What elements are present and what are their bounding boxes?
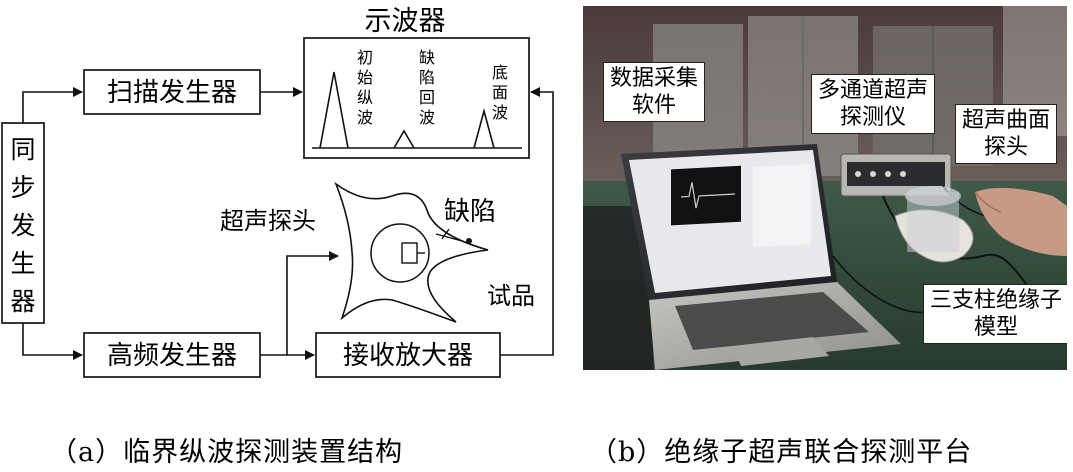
oscilloscope-title: 示波器: [365, 6, 446, 37]
receiver-amplifier-label: 接收放大器: [343, 341, 473, 371]
defect-wave-char: 回: [419, 88, 435, 107]
arrow-receiver-to-scope: [500, 87, 554, 356]
arrow-sync-to-hf: [22, 323, 83, 360]
multi-channel-detector-label: 多通道超声 探测仪: [811, 74, 936, 134]
insulator-model-label: 三支柱绝缘子 模型: [923, 284, 1067, 344]
sync-generator-char: 同: [10, 135, 35, 164]
defect-wave-peak: [393, 129, 415, 149]
caption-a: （a）临界纵波探测装置结构: [50, 437, 404, 468]
defect-wave-char: 陷: [419, 68, 435, 87]
sync-generator-char: 步: [10, 173, 35, 202]
initial-wave-peak: [319, 71, 349, 149]
caption-b: （b）绝缘子超声联合探测平台: [590, 437, 973, 468]
specimen-inner-circle: [370, 223, 430, 283]
probe-icon: [401, 242, 425, 264]
initial-wave-char: 初: [357, 48, 373, 67]
platform-photo: 数据采集 软件 多通道超声 探测仪 超声曲面 探头 三支柱绝缘子 模型: [583, 6, 1067, 370]
insulator-model-line: 三支柱绝缘子: [930, 288, 1063, 313]
arrow-sync-to-scan: [22, 87, 83, 123]
multi-channel-line: 多通道超声: [818, 78, 929, 103]
initial-wave-char: 始: [357, 68, 373, 87]
scan-generator-label: 扫描发生器: [107, 78, 237, 108]
daq-software-line: 软件: [632, 93, 677, 118]
insulator-model-line: 模型: [974, 315, 1019, 340]
sync-generator-box: [1, 122, 45, 324]
hf-generator-label: 高频发生器: [107, 341, 237, 371]
curved-probe-line: 探头: [984, 135, 1029, 160]
defect-wave-char: 缺: [419, 48, 435, 67]
defect-label: 缺陷: [444, 197, 496, 227]
sync-generator-char: 生: [10, 249, 35, 278]
sync-generator-char: 器: [10, 287, 35, 316]
curved-probe-line: 超声曲面: [962, 108, 1051, 133]
detection-structure-diagram: 同 步 发 生 器 扫描发生器 示波器 初 始 纵 波 缺 陷 回 波 底 面 …: [1, 6, 554, 378]
curved-probe-label: 超声曲面 探头: [955, 104, 1058, 164]
daq-software-line: 数据采集: [610, 66, 699, 91]
bottom-wave-char: 面: [492, 83, 508, 102]
initial-wave-char: 纵: [357, 88, 373, 107]
defect-wave-char: 波: [419, 108, 435, 127]
bottom-wave-peak: [473, 107, 495, 149]
probe-label: 超声探头: [220, 207, 316, 235]
specimen-label: 试品: [487, 282, 535, 310]
defect-mark: [435, 228, 472, 244]
receiver-amplifier-box: [315, 332, 501, 378]
bottom-wave-char: 波: [492, 103, 508, 122]
scan-generator-box: [83, 69, 261, 115]
bottom-wave-char: 底: [492, 63, 508, 82]
daq-software-label: 数据采集 软件: [603, 62, 706, 122]
sync-generator-char: 发: [10, 211, 35, 240]
arrow-hf-to-probe: [286, 251, 339, 355]
multi-channel-line: 探测仪: [840, 105, 907, 130]
initial-wave-char: 波: [357, 108, 373, 127]
